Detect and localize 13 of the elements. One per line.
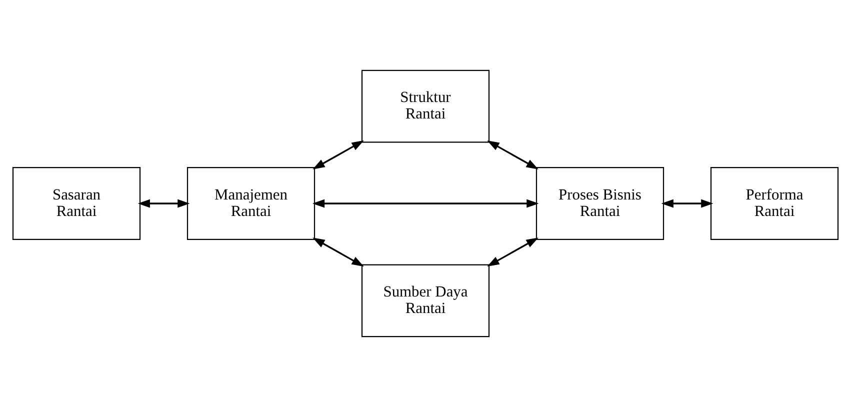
node-box: Sumber Daya Rantai bbox=[361, 264, 490, 338]
arrow bbox=[661, 199, 714, 208]
node-box: Performa Rantai bbox=[710, 167, 839, 240]
arrow bbox=[138, 199, 190, 208]
arrow bbox=[487, 238, 538, 267]
arrow bbox=[312, 199, 539, 208]
arrow bbox=[312, 140, 364, 170]
arrow bbox=[312, 238, 364, 267]
arrow bbox=[487, 140, 538, 170]
node-box: Sasaran Rantai bbox=[12, 167, 141, 240]
node-box: Manajemen Rantai bbox=[186, 167, 316, 240]
node-box: Struktur Rantai bbox=[361, 70, 490, 143]
node-box: Proses Bisnis Rantai bbox=[536, 167, 664, 240]
